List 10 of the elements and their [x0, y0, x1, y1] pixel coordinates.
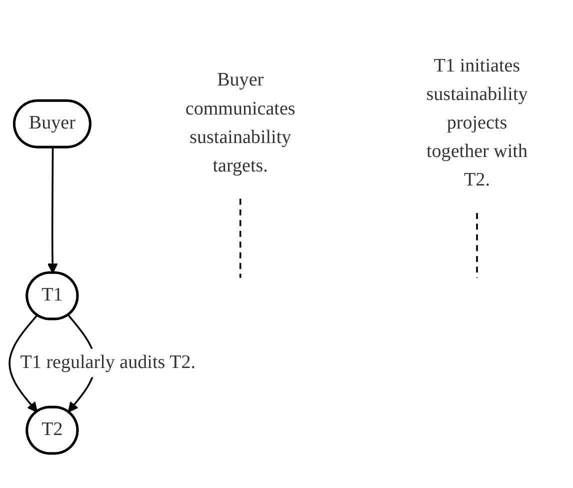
ellipse-node: T1 [26, 271, 79, 320]
leader-line [476, 213, 478, 278]
arrow [47, 148, 58, 274]
note-text: Buyer communicates sustainability targets. [185, 70, 296, 176]
note-text: T1 initiates sustainability projects together with T2. [426, 56, 528, 190]
ellipse-node: T2 [26, 406, 79, 455]
leader-line [239, 198, 242, 278]
edge-label: T1 regularly audits T2. [20, 352, 196, 373]
ellipse-node: Buyer [13, 99, 92, 148]
arrow [8, 314, 38, 412]
